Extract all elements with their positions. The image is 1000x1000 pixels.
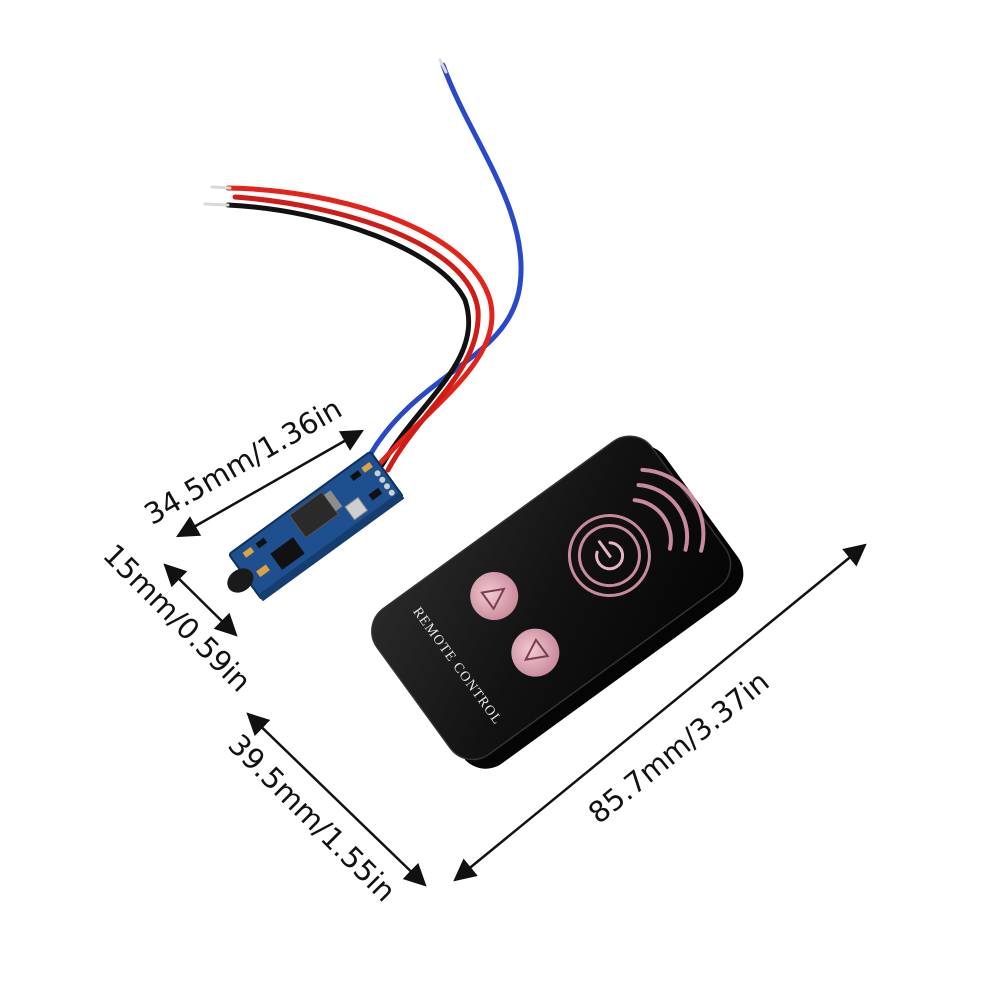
solder-pad [383, 483, 390, 490]
signal-arcs-icon [632, 467, 706, 553]
solder-pad [379, 476, 386, 483]
wire-bundle [203, 58, 524, 473]
blue-wire [367, 62, 524, 458]
smd-part [255, 537, 268, 549]
black-wire [225, 202, 472, 468]
black-wire-tip [203, 202, 230, 207]
ic-chip [270, 537, 305, 570]
remote-width-label: 39.5mm/1.55in [222, 727, 403, 908]
remote-length-label: 85.7mm/3.37in [582, 664, 776, 830]
pcb-edge [258, 491, 405, 602]
dimension-lines [163, 429, 867, 887]
smd-part [361, 462, 373, 473]
module-height-arrow [163, 563, 238, 637]
red-wire-2 [232, 194, 481, 473]
smd-part [256, 564, 270, 578]
remote-length-arrow [453, 543, 867, 882]
smd-part [368, 487, 383, 501]
smd-part [242, 547, 255, 558]
remote-width-arrow [246, 712, 427, 887]
red-wire-tip [210, 185, 232, 190]
blue-wire-tip [438, 58, 448, 74]
solder-pad [388, 489, 395, 496]
module-length-arrow [176, 429, 364, 538]
solder-pad [374, 470, 381, 477]
